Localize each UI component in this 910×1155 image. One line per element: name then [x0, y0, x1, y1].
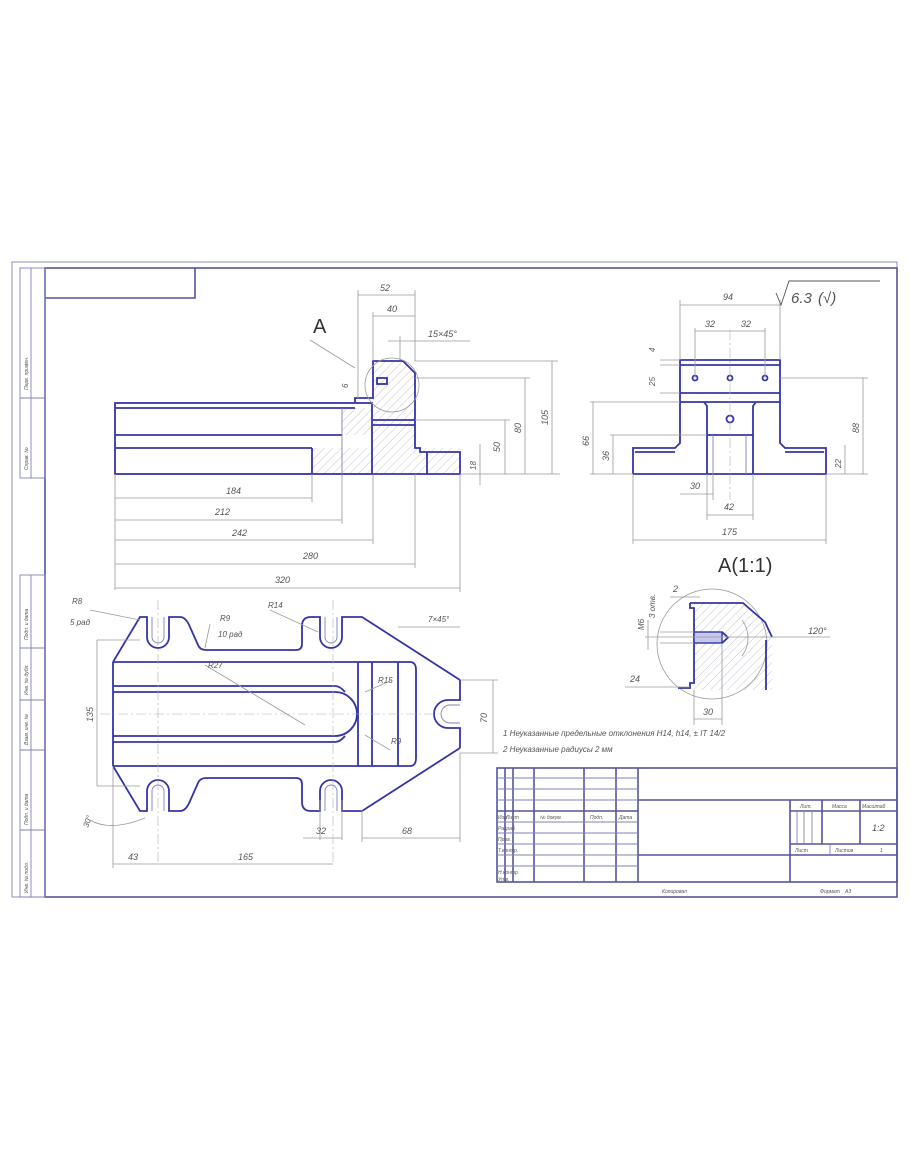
- dim-50: 50: [492, 442, 502, 452]
- strip-repl-inv: Взам. инв. №: [24, 713, 30, 745]
- dim-2: 2: [672, 584, 678, 594]
- tb-scale: Масштаб: [862, 804, 886, 810]
- dim-88: 88: [851, 423, 861, 433]
- dim-r27: R27: [208, 661, 223, 670]
- dim-r9: R9: [220, 614, 231, 623]
- side-strip: Перв. примен. Справ. № Подп. и дата Инв.…: [19, 267, 46, 898]
- dim-r9-count: 10 рад: [218, 630, 243, 639]
- tb-copied: Копировал: [662, 889, 687, 895]
- dim-280: 280: [302, 551, 318, 561]
- section-label-a: A: [313, 316, 327, 338]
- dim-32-left: 32: [705, 319, 715, 329]
- dim-175: 175: [722, 527, 738, 537]
- dim-r8: R8: [72, 597, 83, 606]
- tb-role-norm-control: Н.контр.: [498, 870, 519, 876]
- dim-4: 4: [648, 347, 657, 352]
- dim-66: 66: [581, 436, 591, 446]
- dim-30-detail: 30: [703, 707, 713, 717]
- tb-header-change: Изм: [498, 815, 508, 821]
- note-2: 2 Неуказанные радиусы 2 мм: [502, 745, 613, 754]
- note-1: 1 Неуказанные предельные отклонения H14,…: [503, 729, 726, 738]
- roughness-symbol: 6.3 (√): [775, 280, 880, 307]
- strip-sign-date: Подп. и дата: [24, 608, 30, 640]
- sheet-frame: [11, 261, 898, 898]
- dim-r14: R14: [268, 601, 283, 610]
- dim-80: 80: [513, 423, 523, 433]
- dim-30-deg: 30°: [81, 813, 94, 828]
- dim-120-deg: 120°: [808, 626, 827, 636]
- tb-role-developer: Разраб.: [498, 826, 516, 832]
- front-view: A 52 40 15×45° 6 105 80 50 18 184 212 24…: [114, 283, 560, 592]
- tb-sheets-value: 1: [880, 848, 883, 854]
- tb-format-value: A3: [844, 889, 851, 895]
- dim-70: 70: [479, 713, 489, 723]
- dim-18: 18: [469, 461, 478, 470]
- dim-165: 165: [238, 852, 254, 862]
- tb-header-date: Дата: [618, 815, 632, 821]
- dim-6: 6: [341, 383, 350, 388]
- dim-r9-end: R9: [391, 737, 402, 746]
- dim-chamfer-15x45: 15×45°: [428, 329, 457, 339]
- detail-title: A(1:1): [718, 555, 772, 577]
- dim-22: 22: [834, 459, 843, 469]
- dim-m6: M6: [637, 618, 646, 630]
- dim-320: 320: [275, 575, 290, 585]
- dim-212: 212: [214, 507, 230, 517]
- dim-30: 30: [690, 481, 700, 491]
- strip-ref-no: Справ. №: [24, 447, 30, 470]
- tb-sheets: Листов: [834, 848, 854, 854]
- dim-32-right: 32: [741, 319, 751, 329]
- dim-42: 42: [724, 502, 734, 512]
- dim-184: 184: [226, 486, 241, 496]
- tb-lit: Лит.: [799, 804, 812, 810]
- tb-header-sheet: Лист: [505, 815, 519, 821]
- strip-dup-inv: Инв. № дубл.: [24, 664, 30, 695]
- plan-view: R8 5 рад R9 10 рад R14 7×45° R27 R15 R9 …: [70, 597, 498, 868]
- dim-r15: R15: [378, 676, 393, 685]
- strip-orig-inv: Инв. № подл.: [24, 862, 30, 893]
- detail-a: A(1:1) 2 3 отв. M6 24 30 120°: [625, 555, 830, 725]
- strip-first-use: Перв. примен.: [24, 357, 30, 390]
- dim-r8-count: 5 рад: [70, 618, 91, 627]
- dim-chamfer-7x45: 7×45°: [428, 615, 450, 624]
- dim-242: 242: [231, 528, 247, 538]
- dim-3-holes: 3 отв.: [648, 594, 657, 618]
- dim-68: 68: [402, 826, 412, 836]
- tb-header-sign: Подп.: [590, 815, 603, 821]
- tb-role-approved: Утв.: [498, 877, 509, 883]
- tb-role-tech-control: Т.контр.: [498, 848, 518, 854]
- dim-24: 24: [629, 674, 640, 684]
- dim-105: 105: [540, 409, 550, 425]
- side-view: 6.3 (√) 94 32 32 4 25 66 36 88 22 30 42 …: [581, 280, 880, 544]
- roughness-value: 6.3: [791, 290, 813, 307]
- strip-sign-date-2: Подп. и дата: [24, 793, 30, 825]
- dim-94: 94: [723, 292, 733, 302]
- dim-43: 43: [128, 852, 138, 862]
- dim-36: 36: [601, 451, 611, 461]
- dim-52: 52: [380, 283, 390, 293]
- dim-40: 40: [387, 304, 397, 314]
- dim-25: 25: [648, 377, 657, 387]
- tb-mass: Масса: [832, 804, 847, 810]
- tb-sheet: Лист: [794, 848, 808, 854]
- roughness-suffix: (√): [818, 290, 836, 307]
- tb-scale-value: 1:2: [872, 823, 885, 833]
- tb-header-docno: № докум.: [540, 815, 562, 821]
- dim-135: 135: [85, 706, 95, 722]
- tb-role-checker: Пров.: [498, 837, 511, 843]
- tb-format: Формат: [820, 889, 840, 895]
- title-block: Изм Лист № докум. Подп. Дата Разраб. Про…: [496, 767, 898, 895]
- dim-32-slot: 32: [316, 826, 326, 836]
